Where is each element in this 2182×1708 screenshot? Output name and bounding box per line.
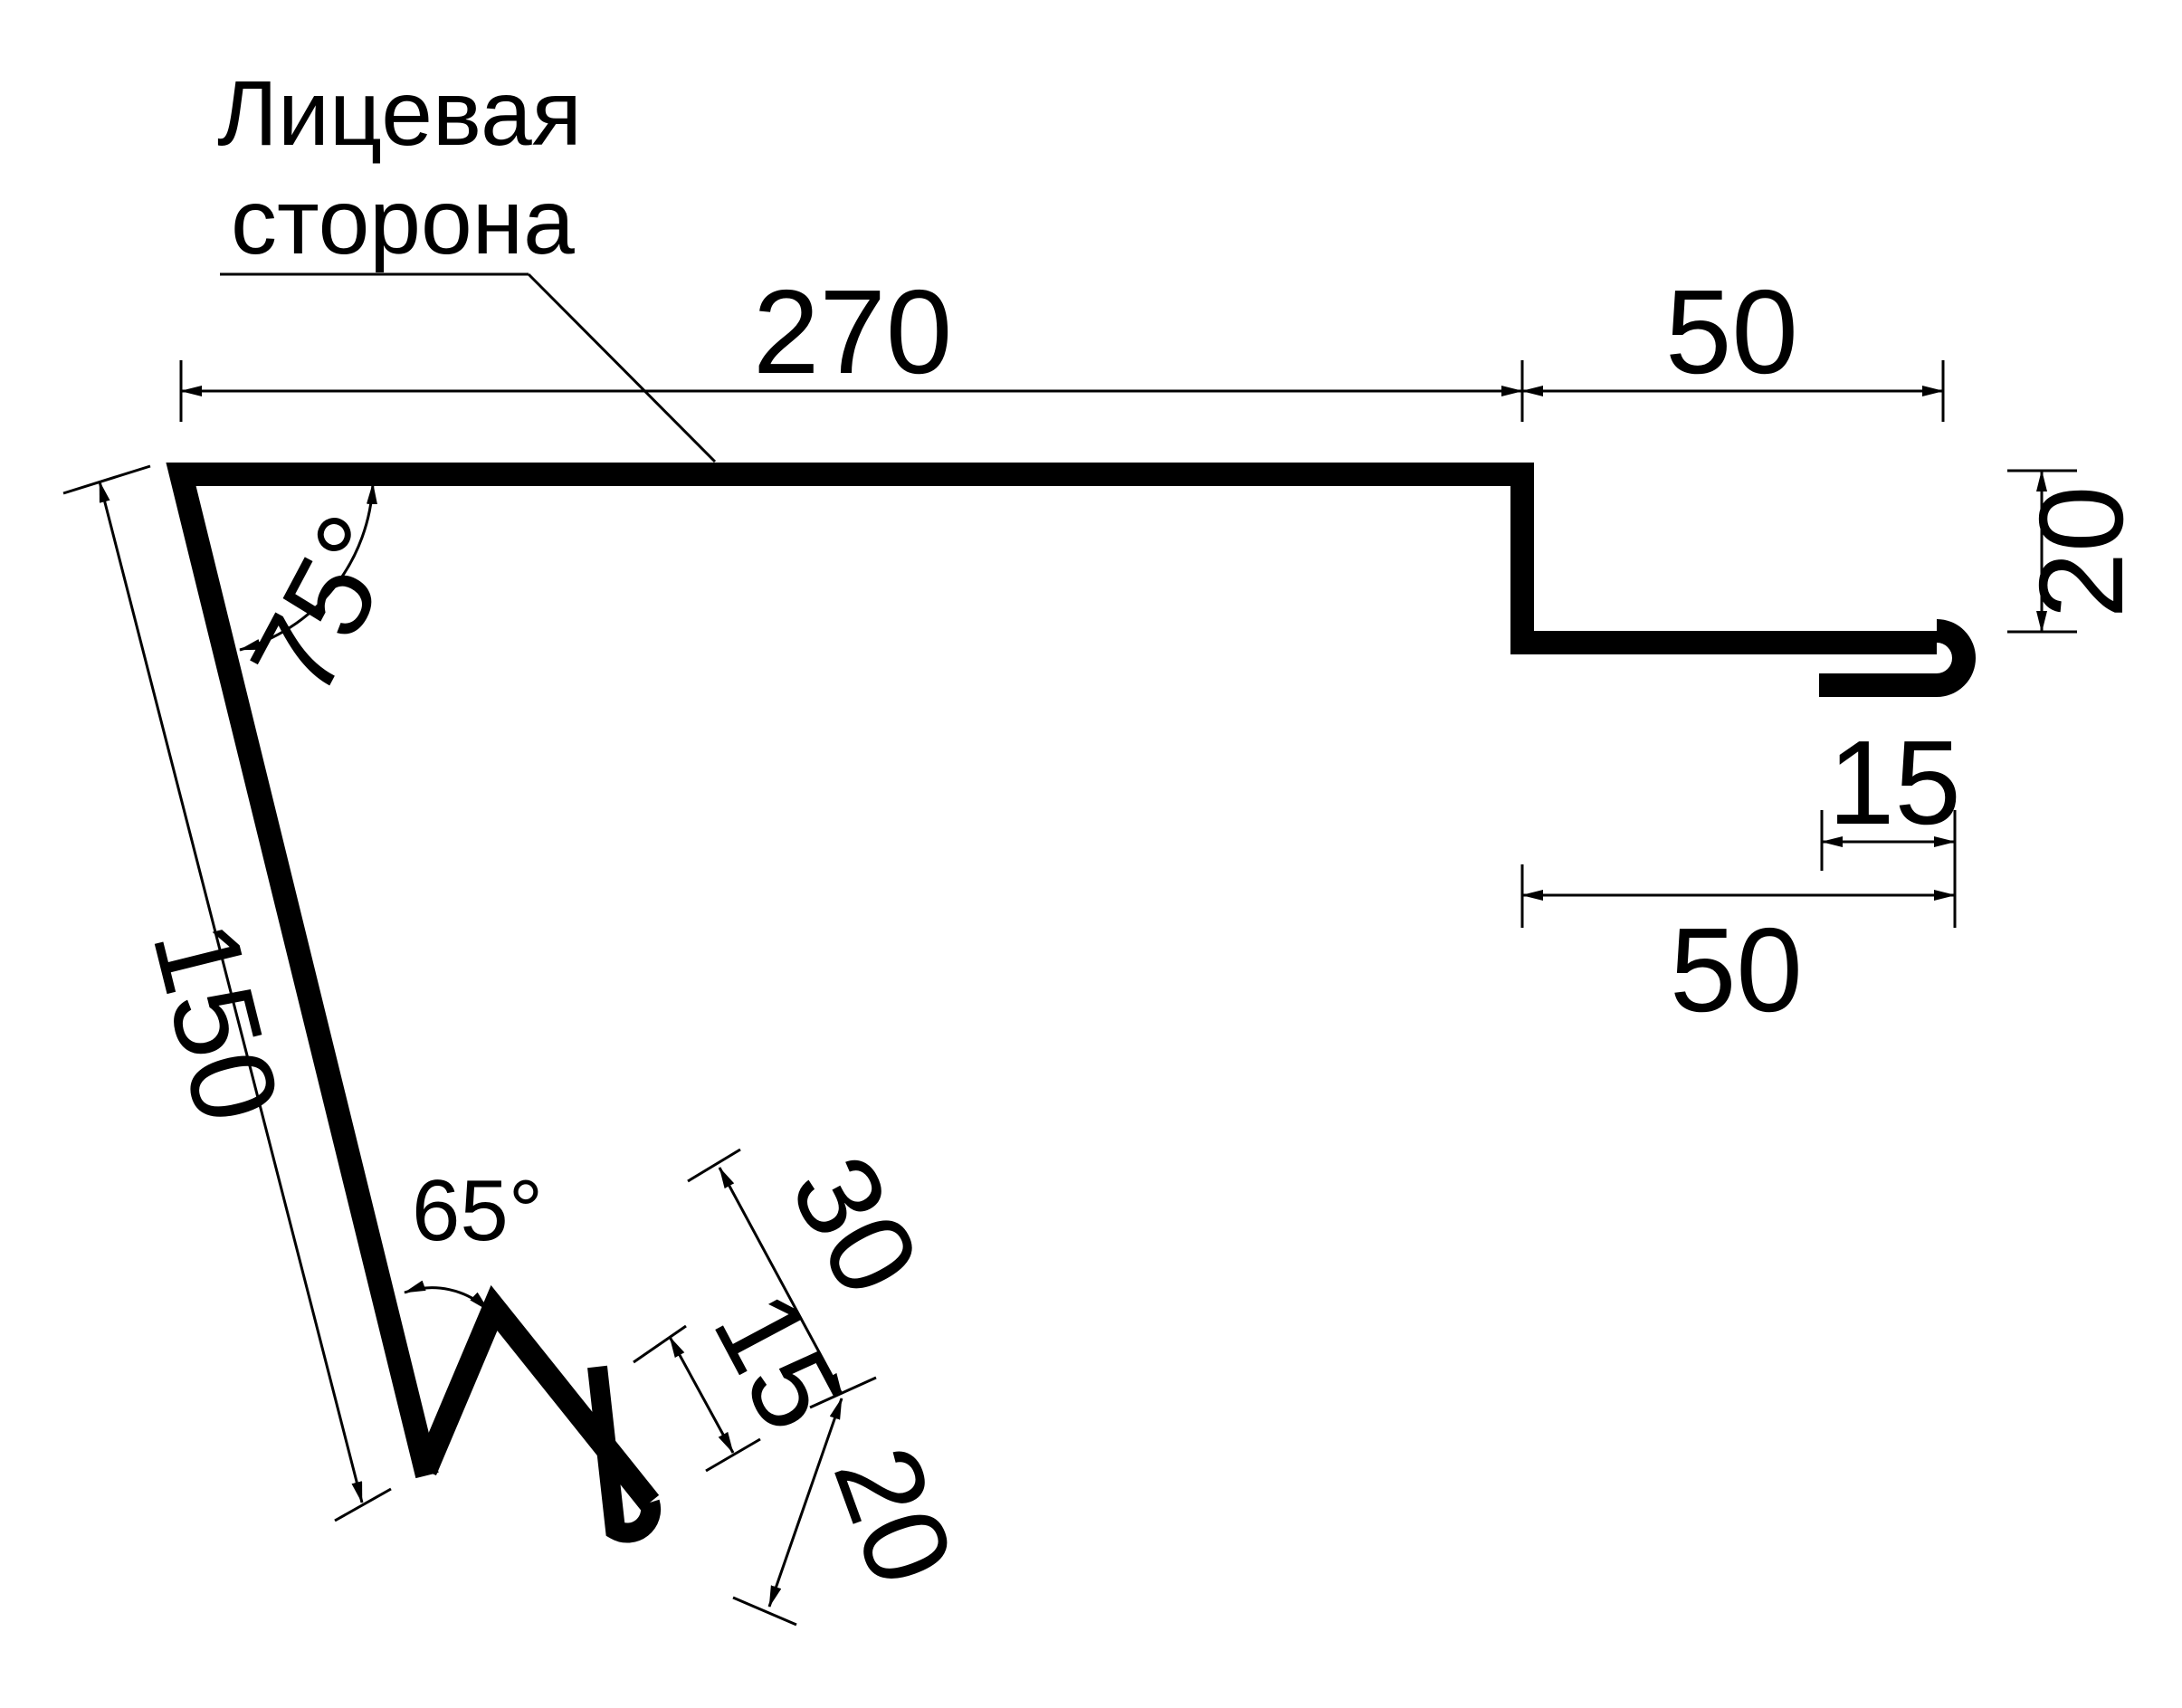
dim-slope-length [62, 464, 392, 1522]
dim-top-right [1521, 360, 1945, 422]
label-angle-bottom: 65° [412, 1162, 543, 1259]
dim-step-height [2007, 469, 2077, 634]
label-step-height: 20 [2015, 486, 2148, 619]
dim-zigzag [633, 1148, 877, 1627]
face-side-leader [220, 272, 717, 463]
label-angle-top: 75° [224, 494, 427, 716]
angle-bottom-arc [404, 1280, 491, 1312]
label-slope-length: 150 [128, 909, 305, 1134]
label-bottom-right: 50 [1670, 903, 1803, 1036]
note-face-side-line1: Лицевая [217, 62, 582, 165]
dim-fold-and-bottom [1520, 810, 1957, 928]
note-face-side-line2: сторона [231, 170, 575, 273]
angle-top-arc [239, 482, 377, 652]
label-zigzag-20: 20 [809, 1430, 979, 1600]
bottom-hem-curl [587, 1365, 662, 1543]
label-top-right: 50 [1665, 265, 1798, 398]
label-top-length: 270 [753, 265, 952, 398]
right-hem-curl [1819, 619, 1976, 697]
label-fold-inner: 15 [1828, 716, 1961, 849]
